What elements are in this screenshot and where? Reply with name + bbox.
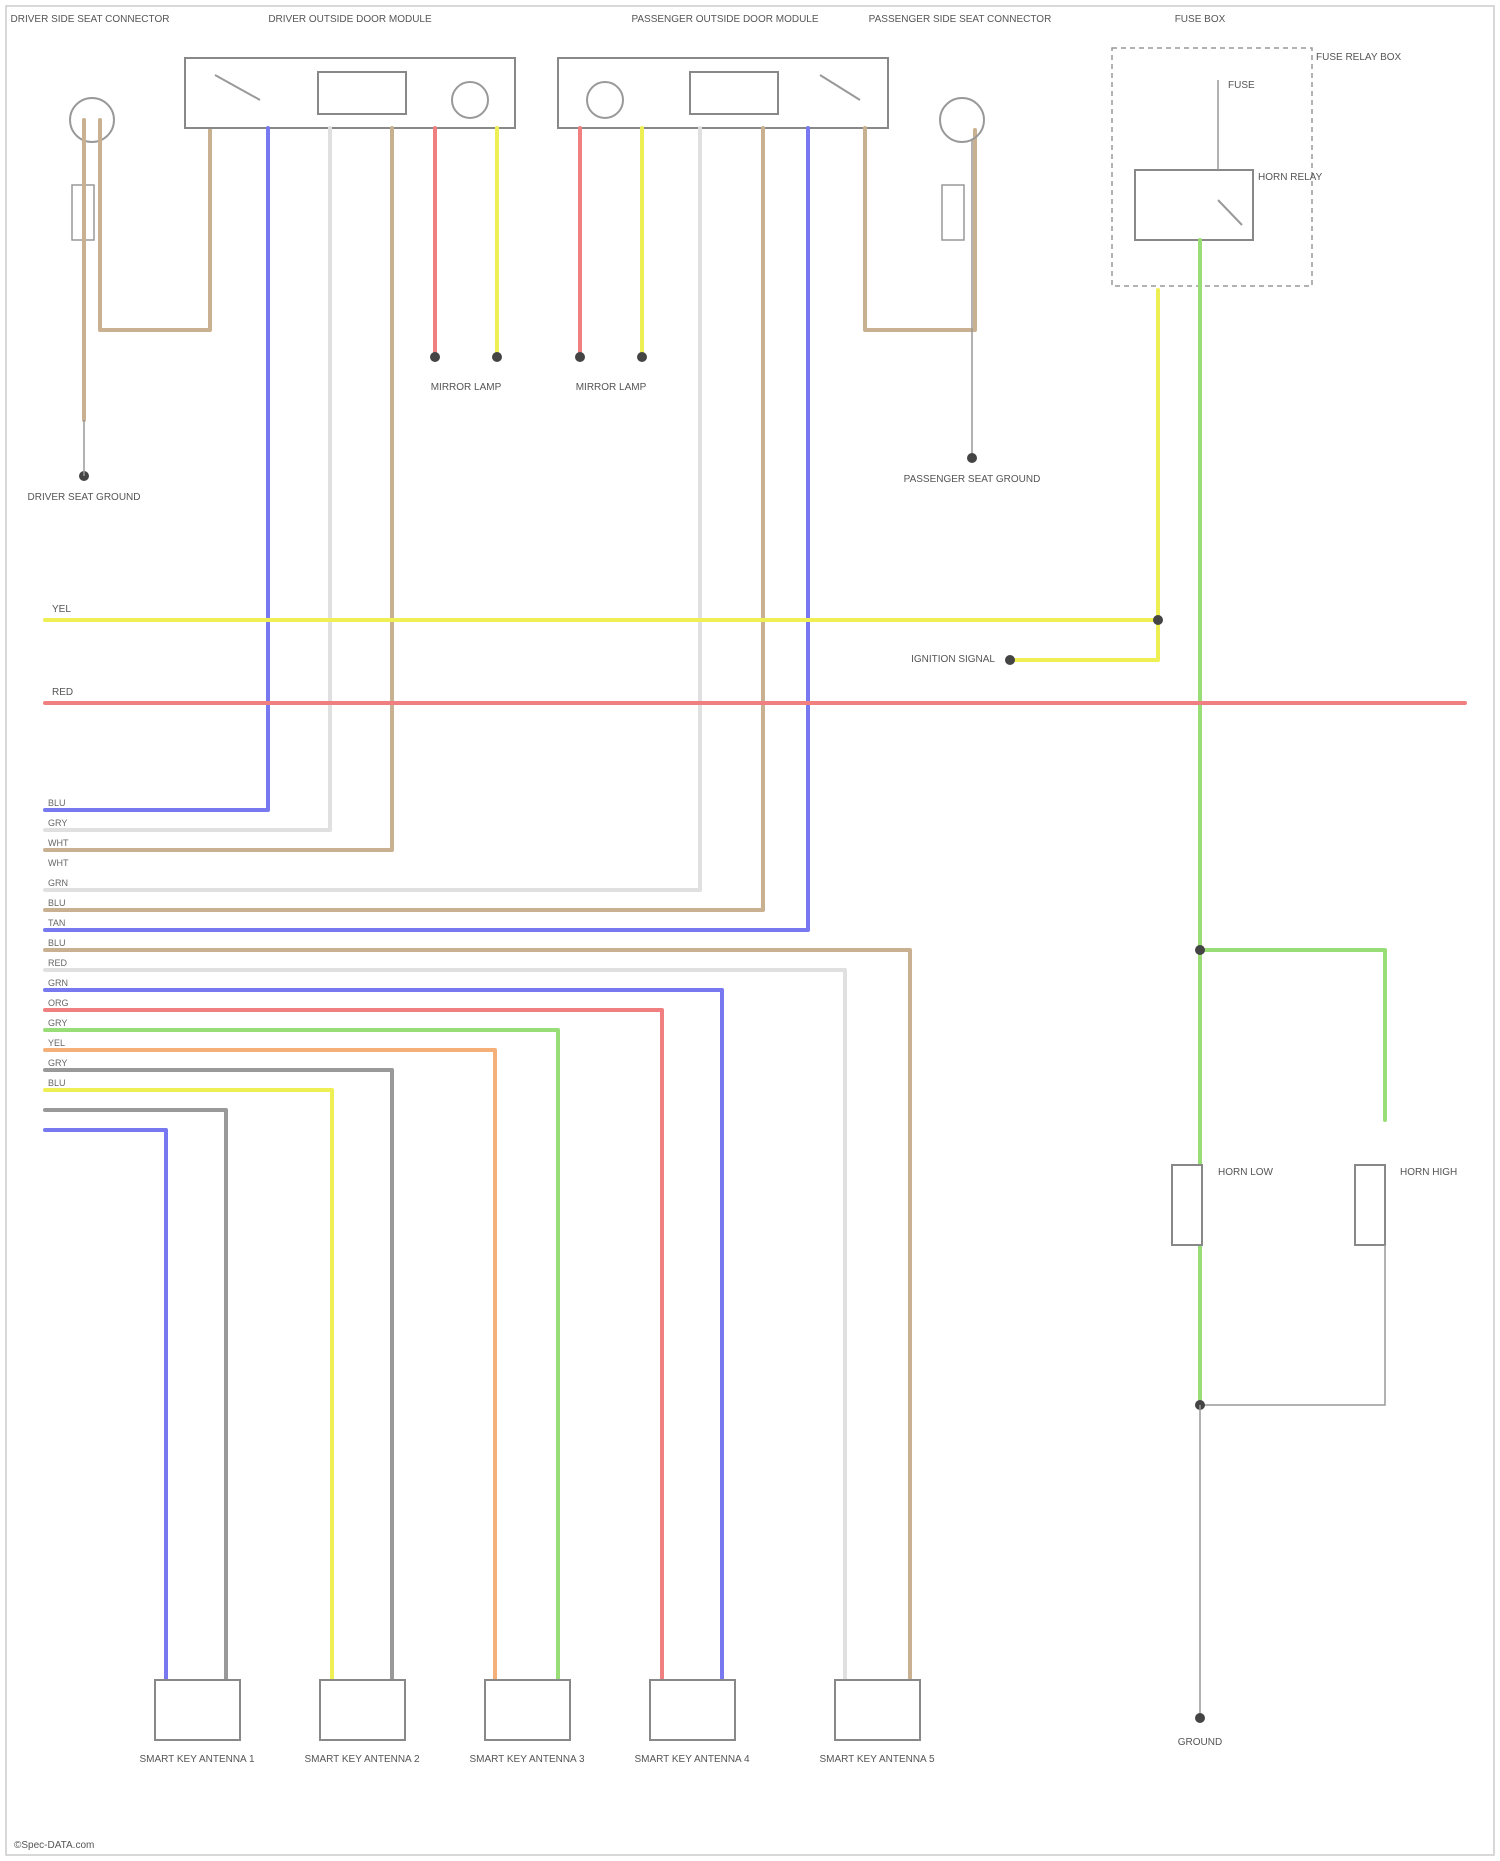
harness-tag: BLU	[48, 798, 66, 808]
antenna-3-label: SMART KEY ANTENNA 3	[469, 1754, 584, 1765]
horn-high-body	[1355, 1165, 1385, 1245]
antenna-2-label: SMART KEY ANTENNA 2	[304, 1754, 419, 1765]
bus-yellow-dot	[1153, 615, 1163, 625]
harness-tag: GRY	[48, 1058, 67, 1068]
antenna-2-box	[320, 1680, 405, 1740]
passenger-lamp-label: MIRROR LAMP	[576, 382, 647, 393]
horn-low-label: HORN LOW	[1218, 1167, 1274, 1178]
passenger-seat-connector-label: PASSENGER SIDE SEAT CONNECTOR	[869, 14, 1052, 25]
horn-split-dot	[1195, 945, 1205, 955]
antenna-5-label: SMART KEY ANTENNA 5	[819, 1754, 934, 1765]
footer-credit: ©Spec-DATA.com	[14, 1840, 94, 1851]
driver-seat-connector-label: DRIVER SIDE SEAT CONNECTOR	[11, 14, 170, 25]
driver-module-title: DRIVER OUTSIDE DOOR MODULE	[268, 14, 432, 25]
fuse-label: FUSE	[1228, 80, 1255, 91]
harness-tag: GRY	[48, 818, 67, 828]
relay-box	[1135, 170, 1253, 240]
relay-label: HORN RELAY	[1258, 172, 1323, 183]
driver-ground-label: DRIVER SEAT GROUND	[28, 492, 141, 503]
harness-tag: BLU	[48, 1078, 66, 1088]
horn-high-label: HORN HIGH	[1400, 1167, 1457, 1178]
bus-yellow-tag: YEL	[52, 604, 71, 615]
ground-dot-3	[1195, 1713, 1205, 1723]
ground-bottom-label: GROUND	[1178, 1737, 1222, 1748]
fuse-box-title: FUSE BOX	[1175, 14, 1226, 25]
ground-dot-2	[967, 453, 977, 463]
passenger-module-inner	[690, 72, 778, 114]
driver-lamp-label: MIRROR LAMP	[431, 382, 502, 393]
harness-tag: BLU	[48, 938, 66, 948]
driver-module-inner	[318, 72, 406, 114]
lamp-dot-4	[637, 352, 647, 362]
harness-tag: RED	[48, 958, 68, 968]
ign-label: IGNITION SIGNAL	[911, 654, 995, 665]
harness-tag: YEL	[48, 1038, 65, 1048]
lamp-dot-3	[575, 352, 585, 362]
antenna-4-label: SMART KEY ANTENNA 4	[634, 1754, 749, 1765]
passenger-ground-label: PASSENGER SEAT GROUND	[904, 474, 1041, 485]
harness-tag: TAN	[48, 918, 65, 928]
antenna-1-box	[155, 1680, 240, 1740]
horn-low-body	[1172, 1165, 1202, 1245]
antenna-5-box	[835, 1680, 920, 1740]
lamp-dot-2	[492, 352, 502, 362]
fuse-box-side-label: FUSE RELAY BOX	[1316, 52, 1402, 63]
harness-tag: ORG	[48, 998, 69, 1008]
harness-tag: GRN	[48, 978, 68, 988]
antenna-3-box	[485, 1680, 570, 1740]
antenna-1-label: SMART KEY ANTENNA 1	[139, 1754, 254, 1765]
harness-tag: GRN	[48, 878, 68, 888]
bus-red-tag: RED	[52, 687, 73, 698]
harness-tag: WHT	[48, 838, 69, 848]
antenna-4-box	[650, 1680, 735, 1740]
harness-tag: GRY	[48, 1018, 67, 1028]
harness-tag: WHT	[48, 858, 69, 868]
ign-dot	[1005, 655, 1015, 665]
passenger-module-title: PASSENGER OUTSIDE DOOR MODULE	[631, 14, 818, 25]
harness-tag: BLU	[48, 898, 66, 908]
lamp-dot-1	[430, 352, 440, 362]
